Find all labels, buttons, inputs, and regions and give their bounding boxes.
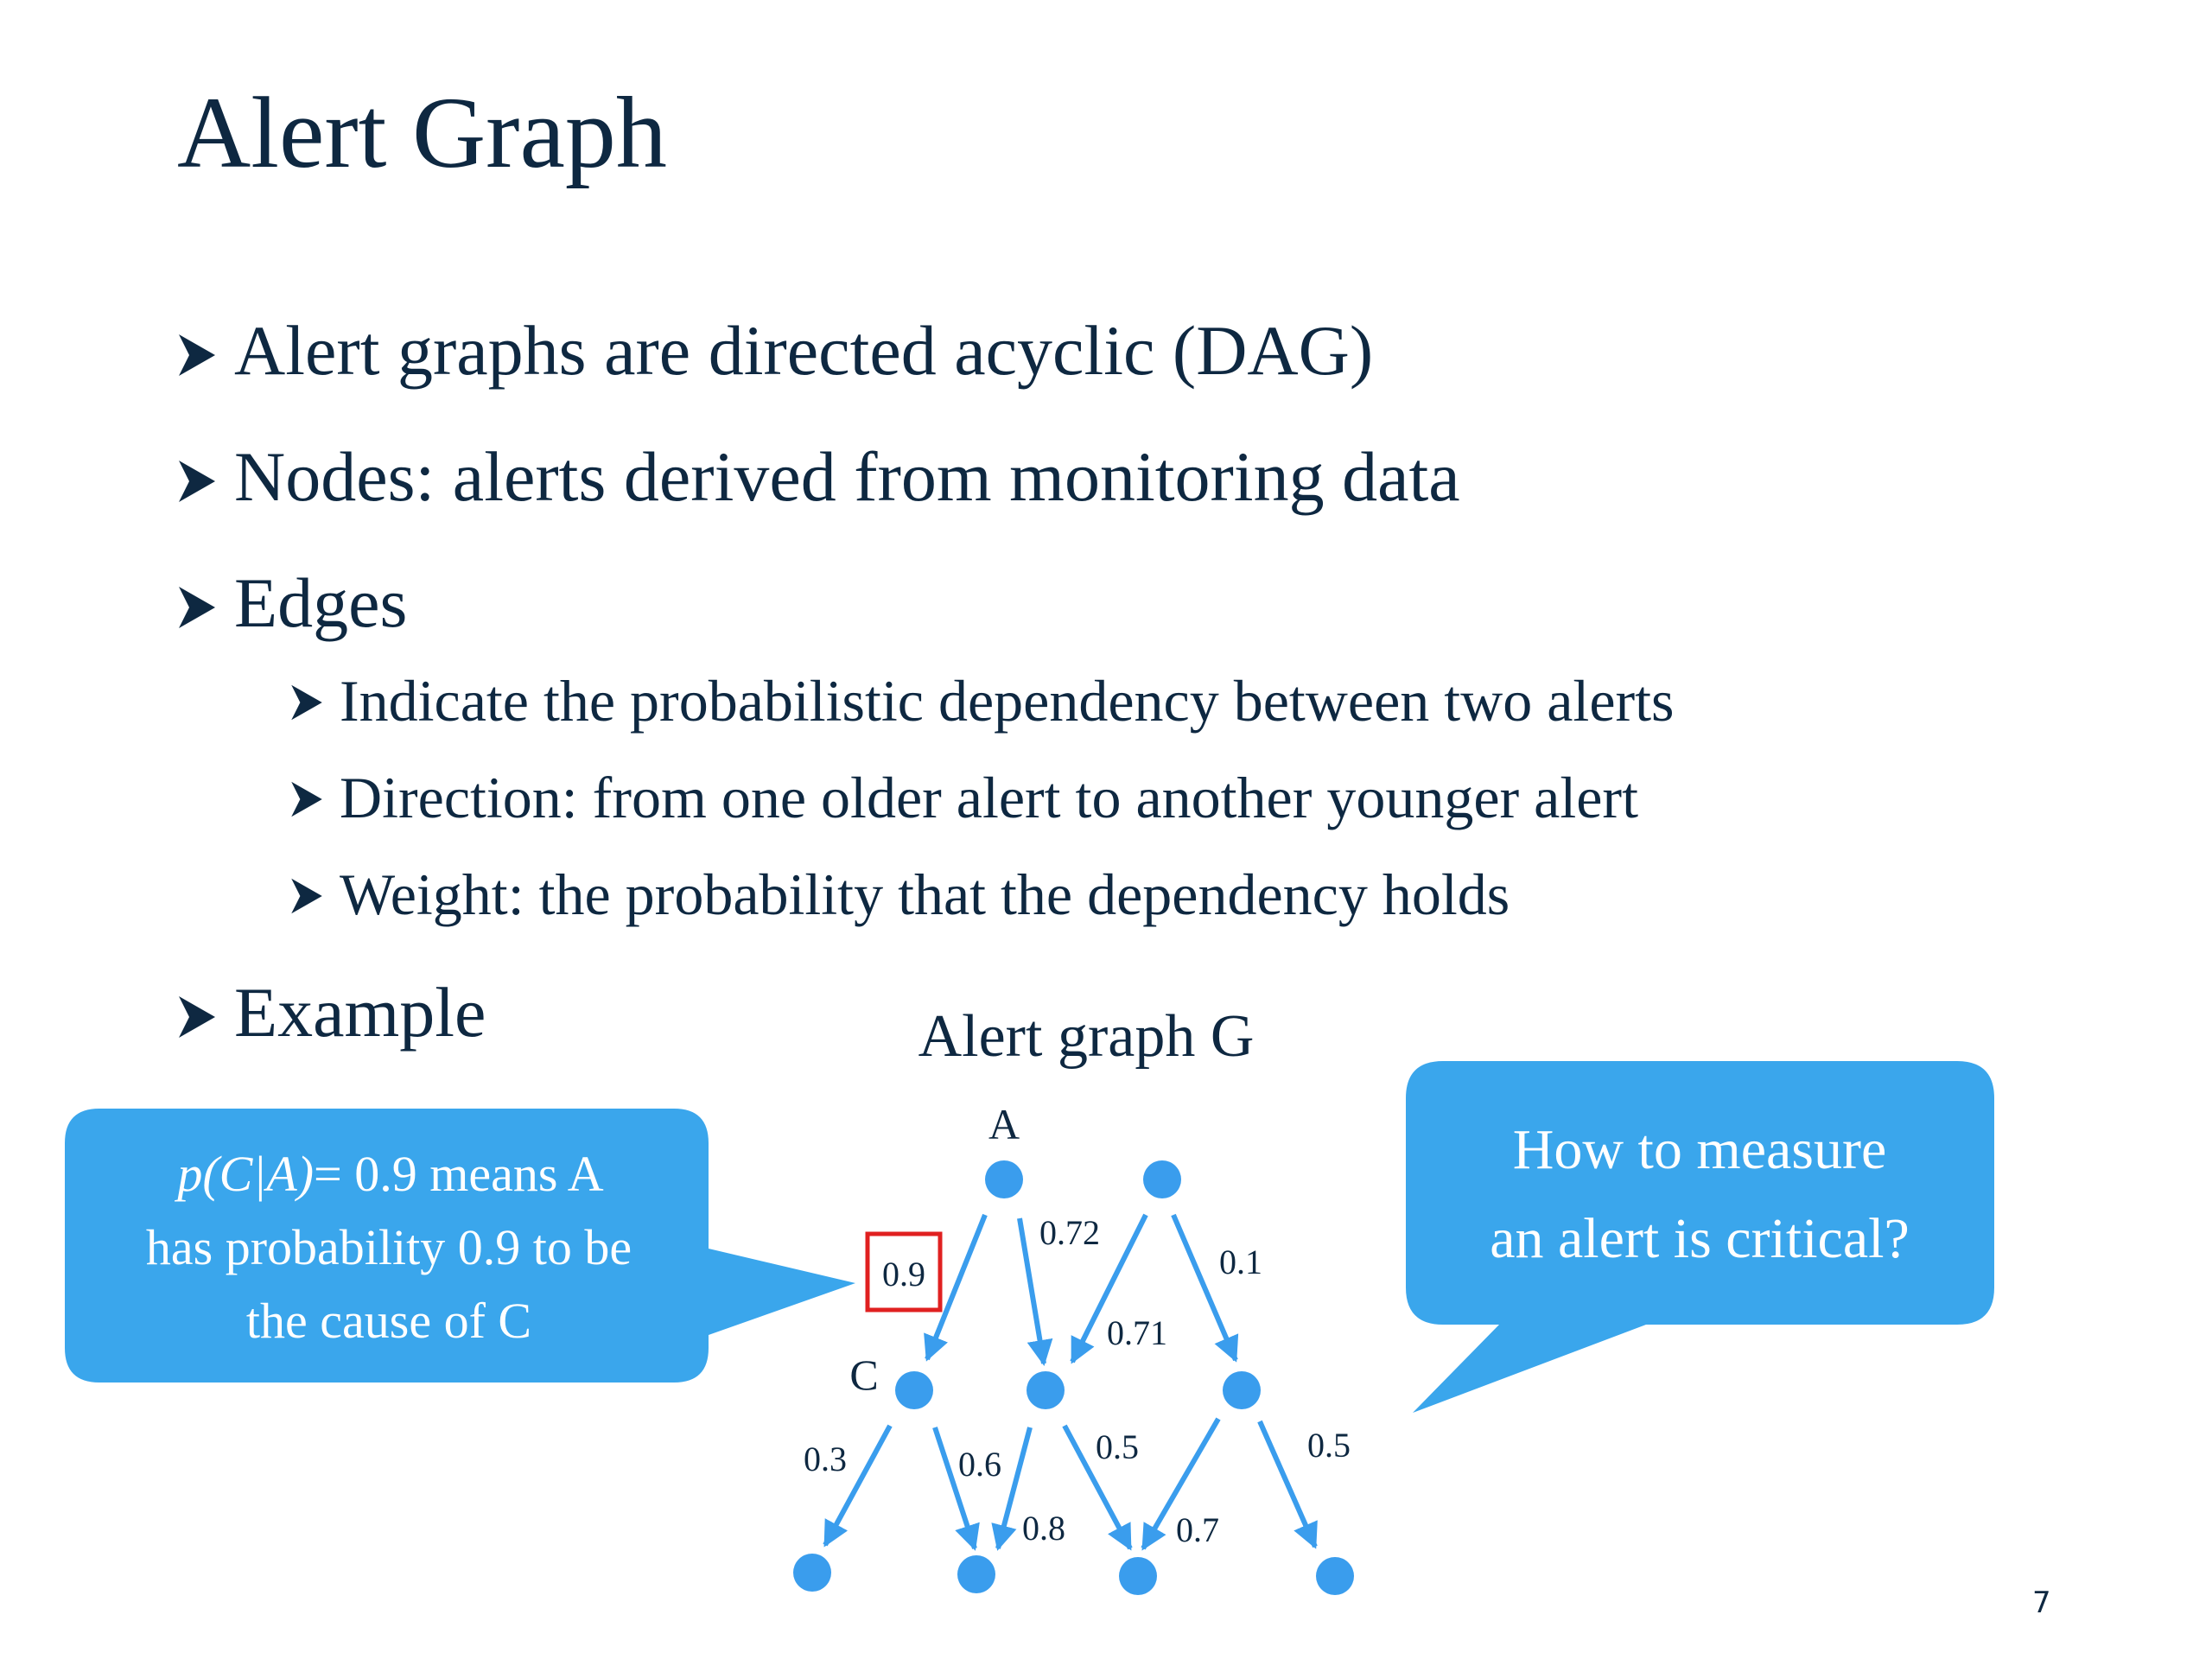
graph-node <box>1119 1557 1157 1595</box>
edge-weight-r3-b4: 0.5 <box>1307 1426 1351 1465</box>
bullet-text: Indicate the probabilistic dependency be… <box>340 668 1675 734</box>
bullet-item: Nodes: alerts derived from monitoring da… <box>177 442 2164 568</box>
edge-A-C <box>924 1213 988 1362</box>
edge-weight-r2-b3: 0.5 <box>1096 1427 1139 1466</box>
edge-C-b1 <box>823 1424 893 1548</box>
bullet-arrow-icon <box>177 977 231 1039</box>
edge-r2-b2 <box>991 1427 1033 1551</box>
left-callout-line2: has probability 0.9 to be <box>146 1219 632 1275</box>
edge-C-b2 <box>932 1427 980 1551</box>
graph-node <box>1223 1371 1261 1409</box>
sub-bullet-item: Weight: the probability that the depende… <box>177 865 2164 977</box>
bullet-arrow-icon <box>289 671 336 721</box>
bullet-arrow-icon <box>177 568 231 630</box>
graph-node <box>1143 1160 1181 1198</box>
bullet-text: Direction: from one older alert to anoth… <box>340 765 1638 830</box>
sub-bullet-item: Direction: from one older alert to anoth… <box>177 768 2164 865</box>
edge-r3-b3 <box>1141 1417 1221 1551</box>
right-callout-bubble <box>1406 1061 1994 1413</box>
graph-node <box>1316 1557 1354 1595</box>
right-callout-line2: an alert is critical? <box>1490 1207 1910 1270</box>
bullet-item: Alert graphs are directed acyclic (DAG) <box>177 315 2164 442</box>
edge-r2-b3 <box>1062 1424 1133 1551</box>
bullet-text: Nodes: alerts derived from monitoring da… <box>234 437 1460 516</box>
edge-weight-t2-r3: 0.1 <box>1219 1243 1262 1281</box>
graph-node <box>1027 1371 1065 1409</box>
page-number: 7 <box>2032 1586 2051 1620</box>
left-callout: p(C|A)= 0.9 means A has probability 0.9 … <box>65 1109 855 1382</box>
node-C <box>895 1371 933 1409</box>
sub-bullet-item: Indicate the probabilistic dependency be… <box>177 671 2164 768</box>
bullet-arrow-icon <box>289 768 336 818</box>
bullet-text: Example <box>234 973 486 1052</box>
right-callout-line1: How to measure <box>1513 1118 1887 1181</box>
node-label-A: A <box>988 1100 1020 1148</box>
left-callout-bubble <box>65 1109 855 1382</box>
bullet-item: Example <box>177 977 2164 1103</box>
bullet-text: Weight: the probability that the depende… <box>340 861 1510 927</box>
edge-weight-A-r2: 0.72 <box>1039 1213 1100 1252</box>
left-callout-line3: the cause of C <box>246 1293 531 1349</box>
slide-title: Alert Graph <box>177 76 667 189</box>
bullet-list: Alert graphs are directed acyclic (DAG) … <box>177 315 2164 1103</box>
highlight-box <box>865 1231 943 1313</box>
graph-title: Alert graph G <box>918 1003 1255 1070</box>
graph-node <box>957 1555 995 1593</box>
edge-weight-A-C: 0.9 <box>882 1255 925 1294</box>
bullet-arrow-icon <box>177 315 231 378</box>
bullet-text: Alert graphs are directed acyclic (DAG) <box>234 311 1374 390</box>
bullet-item: Edges <box>177 568 2164 671</box>
edge-weight-C-b1: 0.3 <box>804 1440 847 1478</box>
node-A <box>985 1160 1023 1198</box>
bullet-text: Edges <box>234 563 408 642</box>
left-callout-line1: p(C|A)= 0.9 means A <box>174 1146 603 1202</box>
edge-weight-t2-r2: 0.71 <box>1107 1313 1167 1352</box>
edge-weight-r3-b3: 0.7 <box>1176 1510 1219 1549</box>
graph-node <box>793 1554 831 1592</box>
bullet-arrow-icon <box>289 865 336 915</box>
edge-r3-b4 <box>1257 1420 1318 1549</box>
edge-weight-C-b2: 0.6 <box>958 1445 1001 1484</box>
edge-t2-r3 <box>1171 1213 1239 1363</box>
edge-weight-r2-b2: 0.8 <box>1022 1509 1065 1548</box>
edge-A-r2 <box>1017 1217 1053 1366</box>
edge-t2-r2 <box>1070 1213 1148 1364</box>
bullet-arrow-icon <box>177 442 231 504</box>
node-label-C: C <box>849 1351 878 1399</box>
right-callout: How to measure an alert is critical? <box>1406 1061 1994 1413</box>
